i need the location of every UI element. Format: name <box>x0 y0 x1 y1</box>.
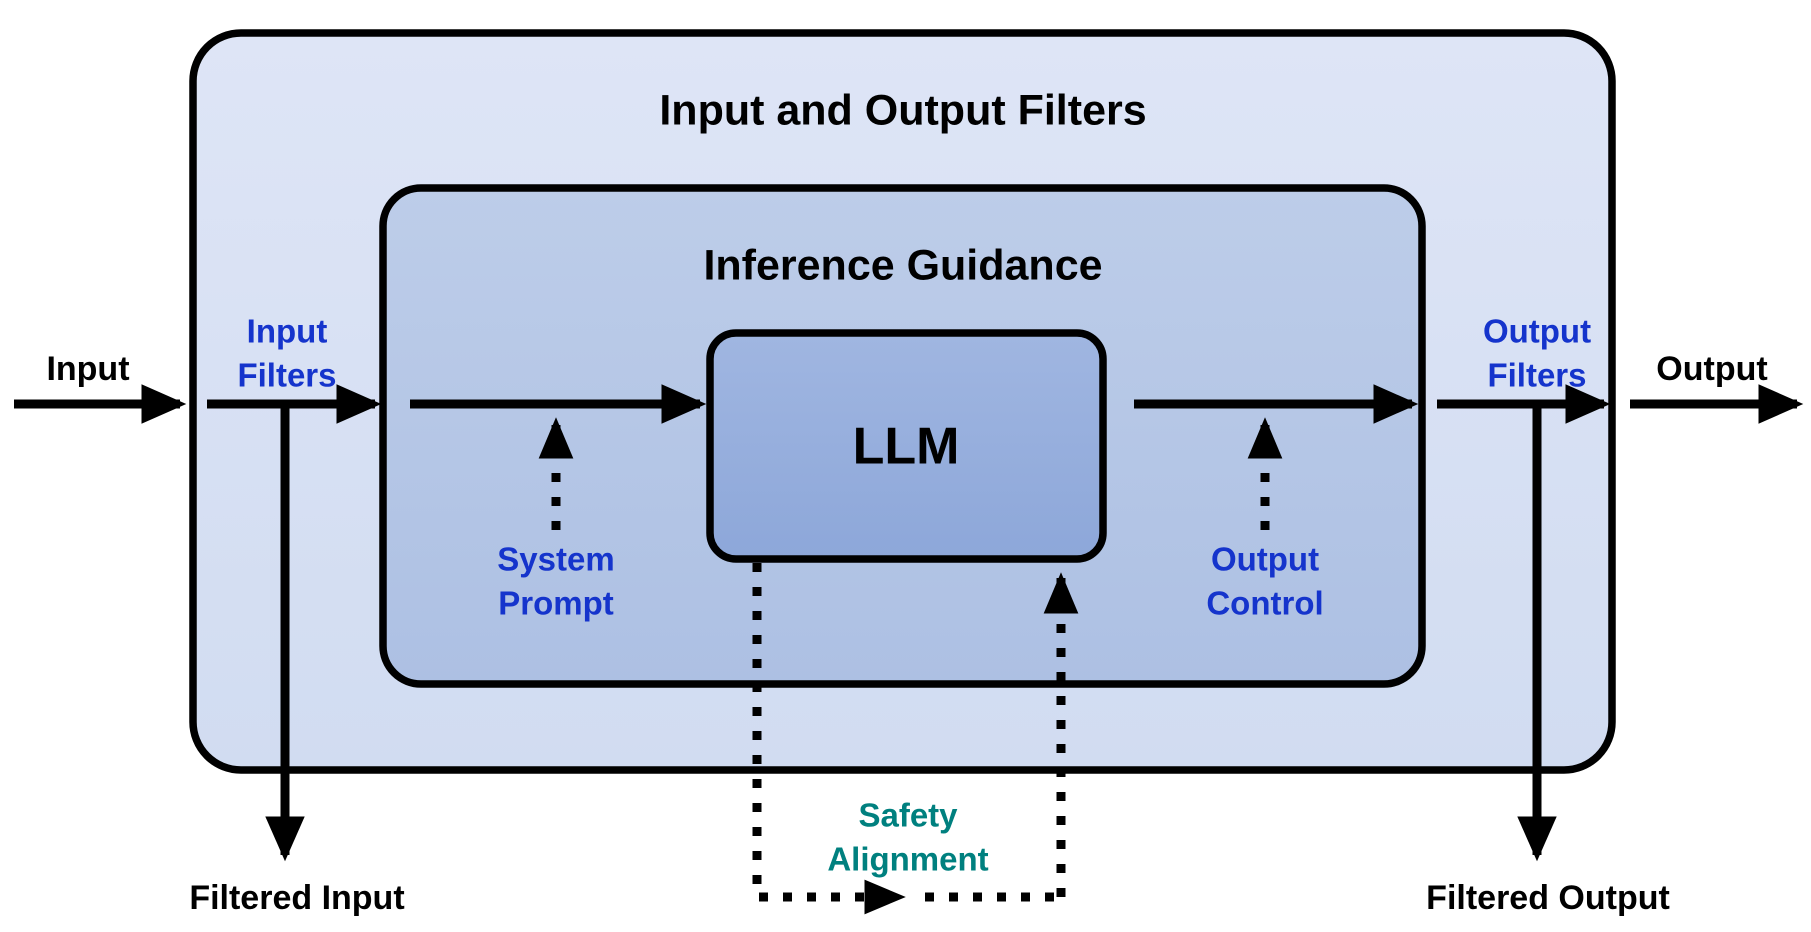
system-prompt-label: System Prompt <box>497 541 614 622</box>
inner-box-title: Inference Guidance <box>703 241 1102 289</box>
llm-box <box>706 329 1107 563</box>
llm-box-title: LLM <box>853 418 960 476</box>
output-filters-label-line2: Filters <box>1487 357 1586 394</box>
output-filters-label-line1: Output <box>1483 313 1591 350</box>
output-filters-label: Output Filters <box>1483 313 1591 394</box>
output-control-label: Output Control <box>1206 541 1323 622</box>
system-prompt-label-line1: System <box>497 541 614 578</box>
filtered-output-label: Filtered Output <box>1426 879 1670 917</box>
system-prompt-label-line2: Prompt <box>498 585 614 622</box>
safety-alignment-label-line2: Alignment <box>827 841 988 878</box>
input-filters-label-line1: Input <box>247 313 328 350</box>
safety-alignment-label: Safety Alignment <box>827 797 988 878</box>
output-control-label-line2: Control <box>1206 585 1323 622</box>
safety-alignment-label-line1: Safety <box>858 797 958 834</box>
output-label: Output <box>1656 350 1767 388</box>
output-control-label-line1: Output <box>1211 541 1319 578</box>
filtered-input-label: Filtered Input <box>189 879 404 917</box>
outer-box-title: Input and Output Filters <box>659 86 1146 134</box>
input-filters-label-line2: Filters <box>237 357 336 394</box>
input-filters-label: Input Filters <box>237 313 336 394</box>
input-label: Input <box>46 350 129 388</box>
